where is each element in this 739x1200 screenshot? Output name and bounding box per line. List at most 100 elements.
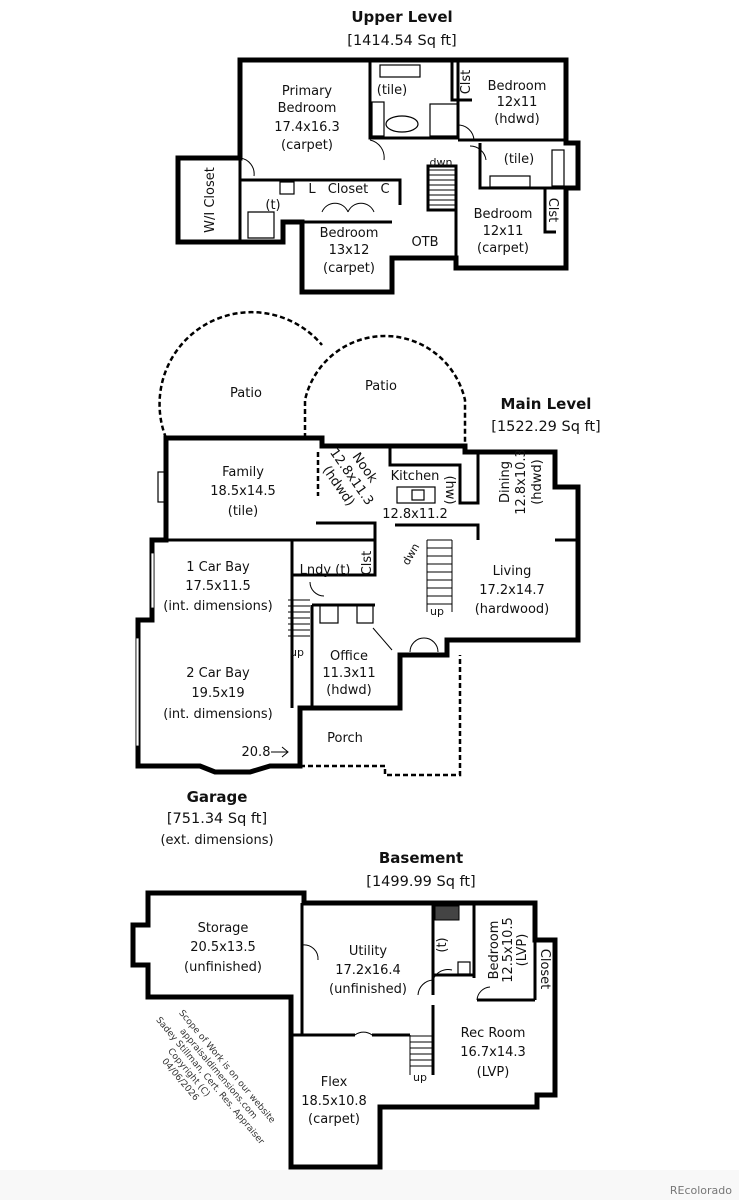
utility-dims: 17.2x16.4 bbox=[335, 963, 401, 978]
basement-title: Basement bbox=[379, 849, 463, 867]
storage-dims: 20.5x13.5 bbox=[190, 940, 256, 955]
rec-room-floor: (LVP) bbox=[477, 1065, 510, 1080]
office-floor: (hdwd) bbox=[326, 683, 372, 698]
upper-level: Upper Level [1414.54 Sq ft] bbox=[175, 8, 581, 295]
garage-area: [751.34 Sq ft] bbox=[167, 811, 267, 827]
family-floor: (tile) bbox=[228, 504, 258, 519]
garage-note: (ext. dimensions) bbox=[160, 833, 273, 848]
storage-label: Storage bbox=[198, 921, 249, 936]
primary-bedroom-label-2: Bedroom bbox=[278, 101, 337, 116]
closet-label: Closet bbox=[328, 182, 369, 197]
bedroom-se-floor: (carpet) bbox=[477, 241, 529, 256]
basement-stairs bbox=[409, 1035, 432, 1075]
rec-room-label: Rec Room bbox=[461, 1026, 526, 1041]
living-floor: (hardwood) bbox=[475, 602, 550, 617]
patio-1-label: Patio bbox=[230, 386, 262, 401]
upper-interior-walls bbox=[238, 60, 566, 258]
primary-bedroom-dims: 17.4x16.3 bbox=[274, 120, 340, 135]
rec-room-dims: 16.7x14.3 bbox=[460, 1045, 526, 1060]
toilet-label: (t) bbox=[265, 198, 280, 213]
upper-outline bbox=[175, 57, 581, 295]
bay1-note: (int. dimensions) bbox=[163, 599, 272, 614]
dining-floor: (hdwd) bbox=[530, 459, 545, 505]
patio-2-outline bbox=[303, 334, 467, 445]
bath-tile-label: (tile) bbox=[377, 83, 407, 98]
bedroom-s-label: Bedroom bbox=[320, 226, 379, 241]
wi-closet-label: W/I Closet bbox=[203, 167, 218, 233]
main-stairs bbox=[426, 539, 453, 612]
upper-level-area: [1414.54 Sq ft] bbox=[347, 33, 456, 49]
dining-label: Dining bbox=[498, 461, 513, 503]
bay1-dims: 17.5x11.5 bbox=[185, 579, 251, 594]
bay1-label: 1 Car Bay bbox=[186, 560, 250, 575]
appraiser-watermark: Scope of Work is on our website appraisa… bbox=[153, 1009, 277, 1147]
main-up-label: up bbox=[430, 605, 444, 618]
basement-outline bbox=[130, 890, 558, 1170]
brand-label: REcolorado bbox=[670, 1184, 732, 1197]
main-level: Patio Patio Main Level [1522.29 Sq ft] bbox=[135, 310, 601, 848]
basement-toilet-label: (t) bbox=[435, 937, 450, 952]
bath-tile-label-2: (tile) bbox=[504, 152, 534, 167]
dining-dims: 12.8x10.3 bbox=[514, 449, 529, 515]
bedroom-se-label: Bedroom bbox=[474, 207, 533, 222]
garage-up-label: up bbox=[290, 646, 304, 659]
main-dwn-label: dwn bbox=[400, 541, 423, 567]
basement-closet-label: Closet bbox=[537, 949, 552, 990]
porch-outline bbox=[300, 655, 462, 777]
garage-door-1 bbox=[150, 552, 155, 609]
family-label: Family bbox=[222, 465, 264, 480]
bedroom-ne-label: Bedroom bbox=[488, 79, 547, 94]
arrow-right-icon bbox=[271, 746, 289, 758]
utility-label: Utility bbox=[349, 944, 388, 959]
office-label: Office bbox=[330, 649, 368, 664]
basement-level: Basement [1499.99 Sq ft] Storag bbox=[130, 849, 558, 1170]
upper-level-title: Upper Level bbox=[351, 8, 452, 26]
linen-label: L bbox=[308, 182, 316, 197]
main-clst-label: Clst bbox=[360, 551, 375, 576]
basement-bedroom-floor: (LVP) bbox=[515, 934, 530, 967]
patio-1-outline bbox=[158, 310, 323, 439]
garage-width-label: 20.8 bbox=[242, 745, 271, 760]
utility-floor: (unfinished) bbox=[329, 982, 407, 997]
flex-dims: 18.5x10.8 bbox=[301, 1094, 367, 1109]
nook-labels: Nook 12.8x11.3 (hdwd) bbox=[319, 446, 380, 509]
main-level-area: [1522.29 Sq ft] bbox=[491, 419, 600, 435]
living-label: Living bbox=[493, 564, 532, 579]
footer-band bbox=[0, 1170, 739, 1200]
basement-bedroom-dims: 12.5x10.5 bbox=[501, 917, 516, 983]
bay2-label: 2 Car Bay bbox=[186, 666, 250, 681]
c-closet-label: C bbox=[380, 182, 389, 197]
otb-label: OTB bbox=[411, 235, 438, 250]
basement-up-label: up bbox=[413, 1071, 427, 1084]
watermark-line-3: Sadey Stillman, Cert. Res. Appraiser bbox=[153, 1016, 266, 1147]
laundry-label: Lndy (t) bbox=[300, 563, 351, 578]
bedroom-ne-floor: (hdwd) bbox=[494, 112, 540, 127]
clst-label: Clst bbox=[459, 70, 474, 95]
main-level-title: Main Level bbox=[501, 395, 592, 413]
family-dims: 18.5x14.5 bbox=[210, 484, 276, 499]
storage-floor: (unfinished) bbox=[184, 960, 262, 975]
garage-stairs bbox=[288, 599, 310, 637]
kitchen-floor: (hw) bbox=[442, 475, 457, 504]
porch-label: Porch bbox=[327, 731, 363, 746]
flex-floor: (carpet) bbox=[308, 1112, 360, 1127]
basement-doors bbox=[301, 944, 491, 1036]
primary-bedroom-label: Primary bbox=[282, 84, 333, 99]
bedroom-s-floor: (carpet) bbox=[323, 261, 375, 276]
bay2-dims: 19.5x19 bbox=[191, 686, 244, 701]
bedroom-s-dims: 13x12 bbox=[329, 243, 370, 258]
basement-area: [1499.99 Sq ft] bbox=[366, 874, 475, 890]
flex-label: Flex bbox=[321, 1075, 348, 1090]
kitchen-dims: 12.8x11.2 bbox=[382, 507, 448, 522]
office-dims: 11.3x11 bbox=[322, 666, 375, 681]
garage-door-2 bbox=[135, 637, 140, 747]
basement-bedroom-label: Bedroom bbox=[487, 921, 502, 980]
bedroom-ne-dims: 12x11 bbox=[497, 95, 538, 110]
bedroom-se-dims: 12x11 bbox=[483, 224, 524, 239]
living-dims: 17.2x14.7 bbox=[479, 583, 545, 598]
patio-2-label: Patio bbox=[365, 379, 397, 394]
bay2-note: (int. dimensions) bbox=[163, 707, 272, 722]
garage-title: Garage bbox=[187, 788, 248, 806]
kitchen-label: Kitchen bbox=[391, 469, 440, 484]
